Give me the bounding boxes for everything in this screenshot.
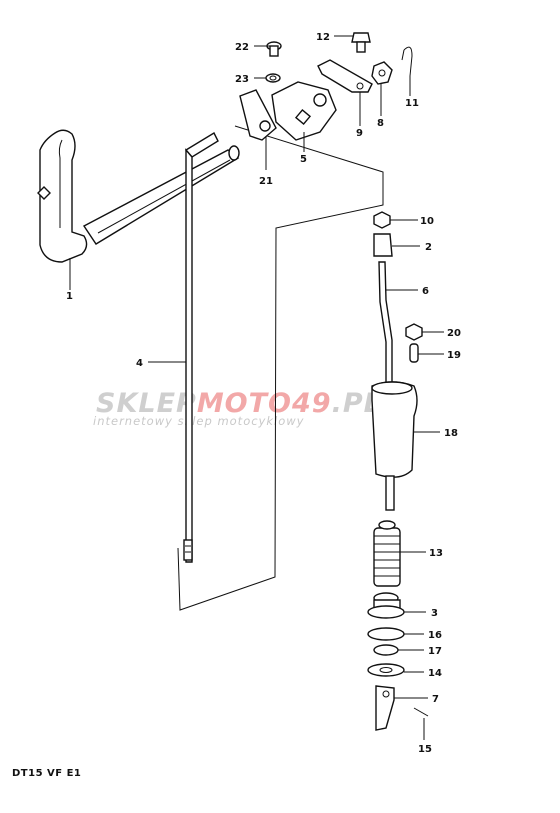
callout-17: 17: [428, 646, 442, 657]
callout-6: 6: [422, 286, 429, 297]
pin-19: [409, 343, 419, 363]
callout-13: 13: [429, 548, 443, 559]
callout-2: 2: [425, 242, 432, 253]
bolt-12: [351, 32, 371, 53]
callout-10: 10: [420, 216, 434, 227]
callout-20: 20: [447, 328, 461, 339]
shift-lever-boot: [371, 381, 418, 511]
nut-20: [405, 323, 423, 341]
callouts: 1 2 3 4 5 6 7 8 9 10 11 12 13 14 15 16 1…: [66, 32, 461, 755]
guide-3: [367, 592, 405, 619]
clip-11: [401, 46, 413, 77]
callout-16: 16: [428, 630, 442, 641]
callout-23: 23: [235, 74, 249, 85]
diamond-marker-icon: [37, 186, 51, 200]
callout-11: 11: [405, 98, 419, 109]
pin-15: [413, 707, 429, 717]
diagram-code: DT15 VF E1: [12, 768, 81, 779]
callout-18: 18: [444, 428, 458, 439]
washer-14: [367, 663, 405, 677]
watermark-tagline: internetowy sklep motocyklowy: [93, 414, 304, 428]
oring-17: [373, 644, 399, 656]
watermark-brand-a: SKLEP: [96, 388, 197, 419]
callout-5: 5: [300, 154, 307, 165]
nut-8: [371, 61, 393, 85]
leader-lines: [69, 35, 444, 740]
nut-10: [373, 211, 391, 229]
callout-4: 4: [136, 358, 143, 369]
callout-9: 9: [356, 128, 363, 139]
callout-22: 22: [235, 42, 249, 53]
watermark-brand-c: 49: [291, 388, 332, 419]
shift-shaft-6: [378, 261, 393, 391]
bracket-7: [375, 685, 395, 731]
bracket: [271, 81, 337, 141]
callout-14: 14: [428, 668, 442, 679]
shift-rod: [183, 132, 219, 563]
callout-8: 8: [377, 118, 384, 129]
callout-19: 19: [447, 350, 461, 361]
callout-3: 3: [431, 608, 438, 619]
callout-7: 7: [432, 694, 439, 705]
assembly-frame: [177, 125, 384, 611]
washer-23: [265, 73, 281, 83]
oring-16: [367, 627, 405, 641]
callout-12: 12: [316, 32, 330, 43]
callout-15: 15: [418, 744, 432, 755]
spring-13: [373, 520, 401, 587]
plate-9: [317, 59, 373, 93]
bolt-22: [266, 41, 282, 57]
spacer-2: [373, 233, 393, 257]
callout-1: 1: [66, 291, 73, 302]
watermark: SKLEPMOTO49.PL internetowy sklep motocyk…: [93, 388, 381, 428]
clevis: [239, 89, 277, 141]
tiller-handle: [37, 129, 240, 263]
callout-21: 21: [259, 176, 273, 187]
